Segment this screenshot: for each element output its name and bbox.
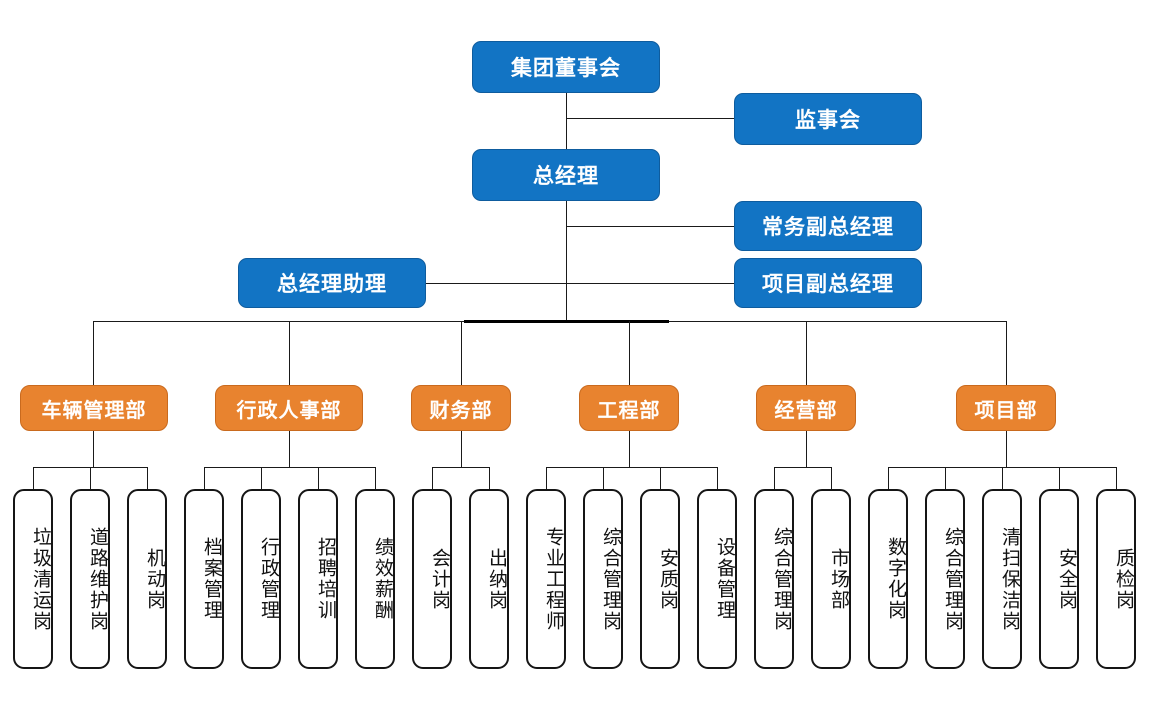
sub-bus-department-2 [432,467,489,468]
connector-subbus-to-position-12 [717,467,718,489]
connector-dept-3-down [629,423,630,468]
connector-subbus-to-position-4 [261,467,262,489]
node-department-project[interactable]: 项目部 [956,385,1056,431]
node-general-manager[interactable]: 总经理 [472,149,660,201]
node-position-18[interactable]: 安全岗 [1039,489,1079,669]
connector-bus-to-dept-5 [1006,321,1007,385]
connector-dept-0-down [93,423,94,468]
connector-bus-to-dept-2 [461,321,462,385]
connector-subbus-to-position-14 [831,467,832,489]
connector-subbus-to-position-0 [33,467,34,489]
connector-subbus-to-position-16 [945,467,946,489]
connector-bus-to-dept-1 [289,321,290,385]
connector-subbus-to-position-13 [774,467,775,489]
connector-dept-2-down [461,423,462,468]
connector-board-to-supervisory [566,118,734,119]
connector-dept-4-down [806,423,807,468]
node-position-9[interactable]: 专业工程师 [526,489,566,669]
node-executive-vice-gm[interactable]: 常务副总经理 [734,201,922,251]
connector-subbus-to-position-11 [660,467,661,489]
node-position-4[interactable]: 行政管理 [241,489,281,669]
sub-bus-department-1 [204,467,375,468]
node-position-12[interactable]: 设备管理 [697,489,737,669]
node-board[interactable]: 集团董事会 [472,41,660,93]
connector-subbus-to-position-1 [90,467,91,489]
connector-subbus-to-position-7 [432,467,433,489]
connector-gm-to-assistant [424,283,566,284]
connector-gm-to-exec-vice [566,226,734,227]
connector-subbus-to-position-8 [489,467,490,489]
node-position-14[interactable]: 市场部 [811,489,851,669]
connector-subbus-to-position-9 [546,467,547,489]
node-position-17[interactable]: 清扫保洁岗 [982,489,1022,669]
connector-subbus-to-position-6 [375,467,376,489]
sub-bus-department-5 [888,467,1116,468]
node-department-engineering[interactable]: 工程部 [579,385,679,431]
connector-dept-5-down [1006,423,1007,468]
node-position-6[interactable]: 绩效薪酬 [355,489,395,669]
connector-subbus-to-position-19 [1116,467,1117,489]
node-position-19[interactable]: 质检岗 [1096,489,1136,669]
node-position-15[interactable]: 数字化岗 [868,489,908,669]
connector-subbus-to-position-17 [1002,467,1003,489]
connector-subbus-to-position-5 [318,467,319,489]
department-bus-highlight [464,320,669,323]
connector-board-to-gm [566,92,567,150]
node-supervisory-board[interactable]: 监事会 [734,93,922,145]
connector-gm-down [566,200,567,322]
sub-bus-department-0 [33,467,147,468]
connector-subbus-to-position-18 [1059,467,1060,489]
node-position-7[interactable]: 会计岗 [412,489,452,669]
node-position-1[interactable]: 道路维护岗 [70,489,110,669]
connector-dept-1-down [289,423,290,468]
connector-gm-to-project-vice [566,283,734,284]
node-department-operations[interactable]: 经营部 [756,385,856,431]
node-project-vice-gm[interactable]: 项目副总经理 [734,258,922,308]
node-position-11[interactable]: 安质岗 [640,489,680,669]
node-position-5[interactable]: 招聘培训 [298,489,338,669]
node-position-8[interactable]: 出纳岗 [469,489,509,669]
connector-subbus-to-position-15 [888,467,889,489]
connector-subbus-to-position-2 [147,467,148,489]
connector-bus-to-dept-4 [806,321,807,385]
node-position-10[interactable]: 综合管理岗 [583,489,623,669]
sub-bus-department-4 [774,467,831,468]
connector-bus-to-dept-0 [93,321,94,385]
node-position-0[interactable]: 垃圾清运岗 [13,489,53,669]
node-position-13[interactable]: 综合管理岗 [754,489,794,669]
node-department-admin-hr[interactable]: 行政人事部 [215,385,363,431]
node-department-finance[interactable]: 财务部 [411,385,511,431]
sub-bus-department-3 [546,467,717,468]
node-department-vehicle[interactable]: 车辆管理部 [20,385,168,431]
connector-bus-to-dept-3 [629,321,630,385]
node-position-3[interactable]: 档案管理 [184,489,224,669]
connector-subbus-to-position-3 [204,467,205,489]
node-gm-assistant[interactable]: 总经理助理 [238,258,426,308]
connector-subbus-to-position-10 [603,467,604,489]
node-position-2[interactable]: 机动岗 [127,489,167,669]
node-position-16[interactable]: 综合管理岗 [925,489,965,669]
